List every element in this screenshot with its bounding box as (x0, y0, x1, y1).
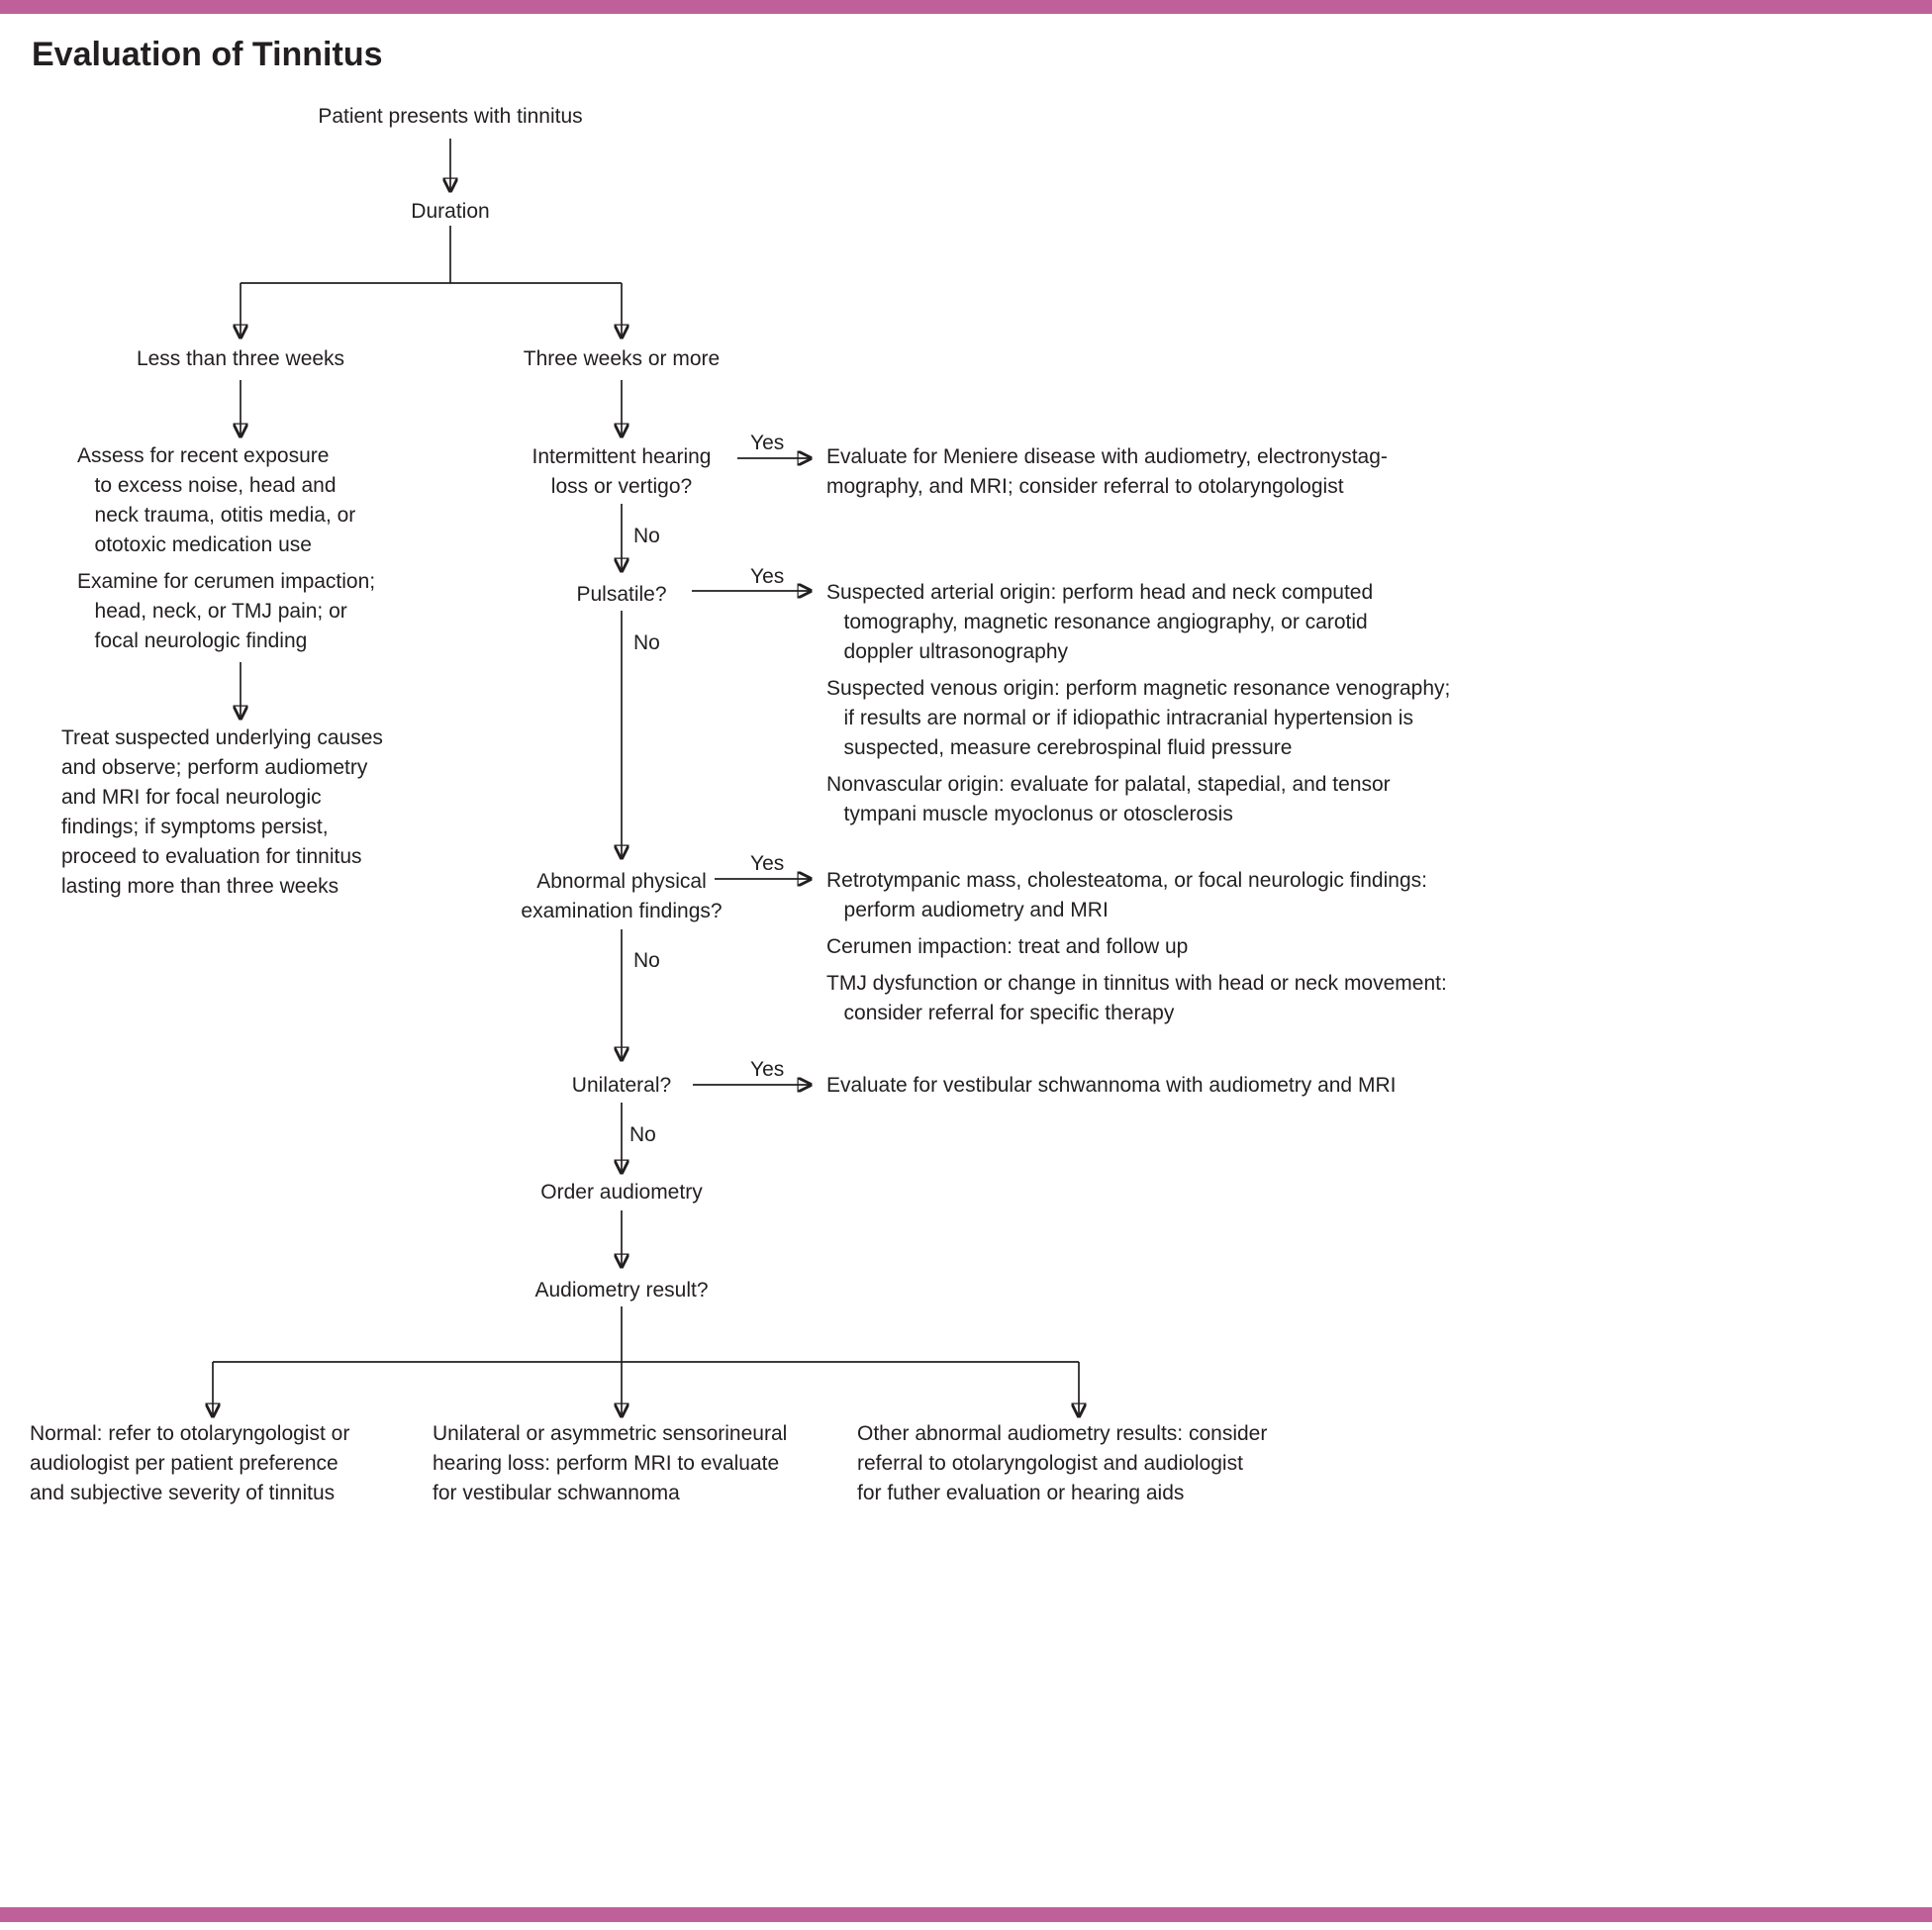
answer-arterial-origin: Suspected arterial origin: perform head … (826, 581, 1374, 663)
answer-nonvascular-origin: Nonvascular origin: evaluate for palatal… (826, 773, 1391, 825)
outcome-other-abnormal: Other abnormal audiometry results: consi… (857, 1422, 1268, 1504)
node-unilateral: Unilateral? (571, 1074, 672, 1097)
node-less-than-three-weeks: Less than three weeks (136, 347, 345, 370)
label-yes-intermittent: Yes (750, 432, 785, 454)
label-no-intermittent: No (633, 525, 660, 547)
node-duration: Duration (411, 200, 490, 223)
label-yes-pulsatile: Yes (750, 565, 785, 588)
outcome-unilateral-loss: Unilateral or asymmetric sensorineural h… (433, 1422, 788, 1504)
answer-retrotympanic: Retrotympanic mass, cholesteatoma, or fo… (826, 869, 1427, 921)
node-pulsatile: Pulsatile? (576, 583, 667, 606)
node-treat-observe: Treat suspected underlying causes and ob… (61, 726, 383, 898)
label-no-pulsatile: No (633, 631, 660, 654)
outcome-normal: Normal: refer to otolaryngologist or aud… (30, 1422, 350, 1504)
node-order-audiometry: Order audiometry (540, 1181, 703, 1204)
node-audiometry-result: Audiometry result? (534, 1279, 709, 1302)
label-yes-abnormal: Yes (750, 852, 785, 875)
node-patient-presents: Patient presents with tinnitus (318, 105, 583, 128)
top-accent-bar (0, 0, 1932, 14)
answer-group-pulsatile: Suspected arterial origin: perform head … (826, 578, 1450, 829)
answer-group-abnormal-exam: Retrotympanic mass, cholesteatoma, or fo… (826, 866, 1447, 1028)
node-assess-exposure: Assess for recent exposure to excess noi… (77, 444, 356, 556)
node-three-weeks-or-more: Three weeks or more (523, 347, 721, 370)
label-yes-unilateral: Yes (750, 1058, 785, 1081)
answer-meniere: Evaluate for Meniere disease with audiom… (826, 445, 1388, 498)
label-no-unilateral: No (629, 1123, 656, 1146)
node-intermittent-hearing-loss: Intermittent hearing loss or vertigo? (531, 445, 712, 498)
page-title: Evaluation of Tinnitus (32, 36, 383, 73)
answer-venous-origin: Suspected venous origin: perform magneti… (826, 677, 1451, 759)
node-examine: Examine for cerumen impaction; head, nec… (77, 570, 376, 652)
answer-cerumen-impaction: Cerumen impaction: treat and follow up (826, 935, 1189, 958)
bottom-accent-bar (0, 1907, 1932, 1922)
answer-vestibular-schwannoma: Evaluate for vestibular schwannoma with … (826, 1074, 1397, 1097)
label-no-abnormal: No (633, 949, 660, 972)
node-abnormal-exam: Abnormal physical examination findings? (521, 870, 723, 922)
answer-tmj-dysfunction: TMJ dysfunction or change in tinnitus wi… (826, 972, 1447, 1024)
